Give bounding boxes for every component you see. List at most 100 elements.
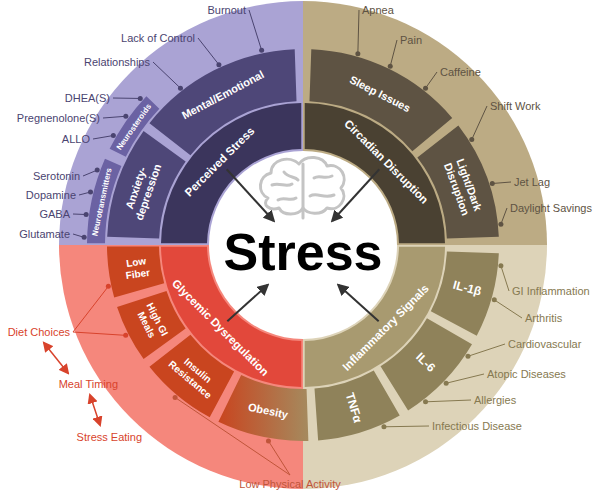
- ring-segment: Low Fiber: [111, 254, 162, 283]
- double-arrow: [90, 395, 100, 425]
- leader-dot: [498, 263, 503, 268]
- outer-label: Pain: [400, 34, 422, 47]
- leader-line: [426, 72, 437, 88]
- leader-dot: [84, 212, 89, 217]
- leader-line: [390, 40, 397, 66]
- outer-label: DHEA(S): [65, 92, 110, 105]
- brain-stem: [302, 208, 305, 218]
- leader-dot: [492, 297, 497, 302]
- leader-dot: [111, 133, 116, 138]
- node-text: IL-6: [413, 351, 438, 376]
- outer-label: Lack of Control: [121, 32, 195, 45]
- brain-outline: [260, 157, 344, 214]
- leader-line: [113, 98, 140, 99]
- leader-dot: [178, 86, 183, 91]
- node-text: Anxiety-depression: [117, 148, 167, 232]
- outer-label: Diet Choices: [8, 326, 70, 339]
- ring-segment: Anxiety-depression: [117, 146, 168, 234]
- outer-label: Pregnenolone(S): [17, 112, 100, 125]
- band-shape: [149, 335, 234, 418]
- outer-label: Daylight Savings: [510, 202, 592, 215]
- band-shape: [431, 251, 499, 335]
- outer-label: Atopic Diseases: [487, 368, 566, 381]
- outer-label: Serotonin: [33, 170, 80, 183]
- leader-line: [198, 38, 219, 65]
- leader-dot: [173, 395, 178, 400]
- outer-label: Meal Timing: [59, 378, 118, 391]
- node-text: Neurosteroids: [115, 102, 154, 152]
- node-text: Obesity: [247, 401, 289, 422]
- outer-label: Glutamate: [19, 228, 70, 241]
- outer-label: ALLO: [62, 133, 90, 146]
- ring-segment: Light/Dark Disruption: [437, 145, 488, 229]
- leader-dot: [106, 284, 111, 289]
- band-shape: [149, 49, 296, 155]
- leader-line: [492, 182, 511, 184]
- ring-segment: Neurotransmitters: [89, 165, 113, 239]
- outer-label: GI Inflammation: [512, 285, 590, 298]
- connector-arrow: [227, 285, 267, 321]
- leader-dot: [95, 168, 100, 173]
- leader-dot: [355, 51, 360, 56]
- leader-line: [501, 208, 507, 224]
- node-text: Light/Dark Disruption: [438, 147, 488, 227]
- leader-line: [446, 374, 484, 383]
- outer-label: Shift Work: [490, 100, 541, 113]
- ring-segment: Neurosteroids: [114, 100, 155, 153]
- leader-dot: [388, 64, 393, 69]
- leader-dot: [88, 190, 93, 195]
- leader-line: [494, 300, 522, 318]
- ring-segment: IL-6: [411, 349, 439, 377]
- rings: [59, 1, 547, 489]
- outer-label: GABA: [39, 208, 70, 221]
- connector-arrow: [332, 169, 379, 220]
- leader-dot: [444, 381, 449, 386]
- node-text: IL-1β: [452, 279, 483, 300]
- node-text: Mental/Emotional: [180, 68, 266, 122]
- band-shape: [309, 49, 452, 151]
- leader-line: [73, 286, 108, 332]
- leader-line: [103, 116, 126, 118]
- leader-dot: [423, 399, 428, 404]
- connector-arrow: [227, 169, 274, 220]
- ring-segment: Insulin Resistance: [163, 346, 225, 403]
- double-arrow: [44, 343, 68, 373]
- leader-dot: [498, 222, 503, 227]
- leader-line: [426, 400, 471, 402]
- outer-label: Allergies: [474, 394, 516, 407]
- quadrant-band: Perceived Stress: [181, 123, 259, 201]
- band-shape: [218, 375, 308, 441]
- node-text: Circadian Disruption: [341, 118, 430, 207]
- node-text: Neurotransmitters: [90, 167, 113, 237]
- outer-label: Burnout: [207, 4, 246, 17]
- band-shape: [417, 125, 498, 238]
- node-text: Low Fiber: [113, 254, 160, 283]
- leader-dot: [469, 137, 474, 142]
- leader-dot: [266, 438, 271, 443]
- outer-label: Jet Lag: [514, 176, 550, 189]
- leader-dot: [216, 62, 221, 67]
- node-text: TNFα: [342, 391, 364, 424]
- node-text: High GI Meals: [131, 296, 172, 347]
- leader-dot: [465, 354, 470, 359]
- ring-segment: High GI Meals: [130, 295, 173, 350]
- leader-dot: [123, 333, 128, 338]
- outer-label: Cardiovascular: [508, 338, 581, 351]
- outer-label: Relationships: [84, 56, 150, 69]
- node-text: Stress: [224, 223, 383, 283]
- leader-line: [384, 426, 429, 428]
- band-shape: [117, 291, 186, 359]
- leader-dot: [138, 96, 143, 101]
- outer-label: Apnea: [362, 4, 394, 17]
- leader-dot: [381, 424, 386, 429]
- ring-segment: IL-1β: [450, 278, 485, 300]
- brain-midline: [302, 164, 305, 207]
- band-shape: [110, 96, 160, 156]
- outer-label: Dopamine: [26, 189, 76, 202]
- node-text: Sleep Issues: [348, 73, 413, 115]
- leader-dot: [490, 181, 495, 186]
- band-shape: [107, 246, 164, 297]
- leader-line: [472, 106, 487, 140]
- center-disc: [209, 151, 397, 339]
